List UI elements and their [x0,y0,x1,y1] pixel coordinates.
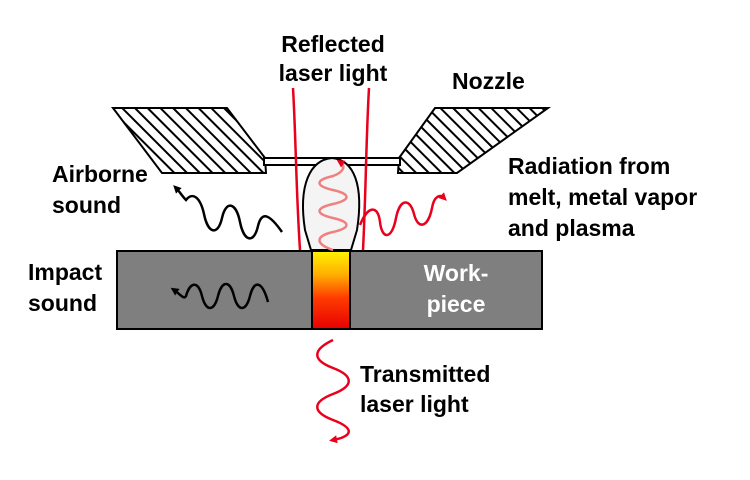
workpiece-block-left [116,250,314,330]
airborne-label-line2: sound [52,192,121,218]
impact-label-line1: Impact [28,259,102,285]
workpiece-label-line2: piece [427,291,486,317]
reflected-laser-line-left [291,87,302,251]
workpiece [116,250,543,330]
melt-keyhole [311,250,351,330]
impact-sound-wave [170,282,270,310]
reflected-laser-line-right [361,87,371,251]
workpiece-block-right [349,250,543,330]
transmitted-label-line1: Transmitted [360,361,490,387]
airborne-sound-wave [173,185,284,240]
impact-label-line2: sound [28,290,97,316]
reflected-label-line2: laser light [279,60,388,86]
nozzle-label: Nozzle [452,68,525,94]
transmitted-label-line2: laser light [360,391,469,417]
plume-radiation-wave [318,159,348,252]
radiation-label-line3: and plasma [508,215,635,241]
radiation-label-line2: melt, metal vapor [508,184,697,210]
radiation-wave [358,192,447,237]
nozzle-right-wall [396,107,552,174]
reflected-label-line1: Reflected [281,31,385,57]
radiation-label-line1: Radiation from [508,153,670,179]
workpiece-label-line1: Work- [424,260,489,286]
airborne-label-line1: Airborne [52,161,148,187]
transmitted-laser-wave [316,338,350,444]
